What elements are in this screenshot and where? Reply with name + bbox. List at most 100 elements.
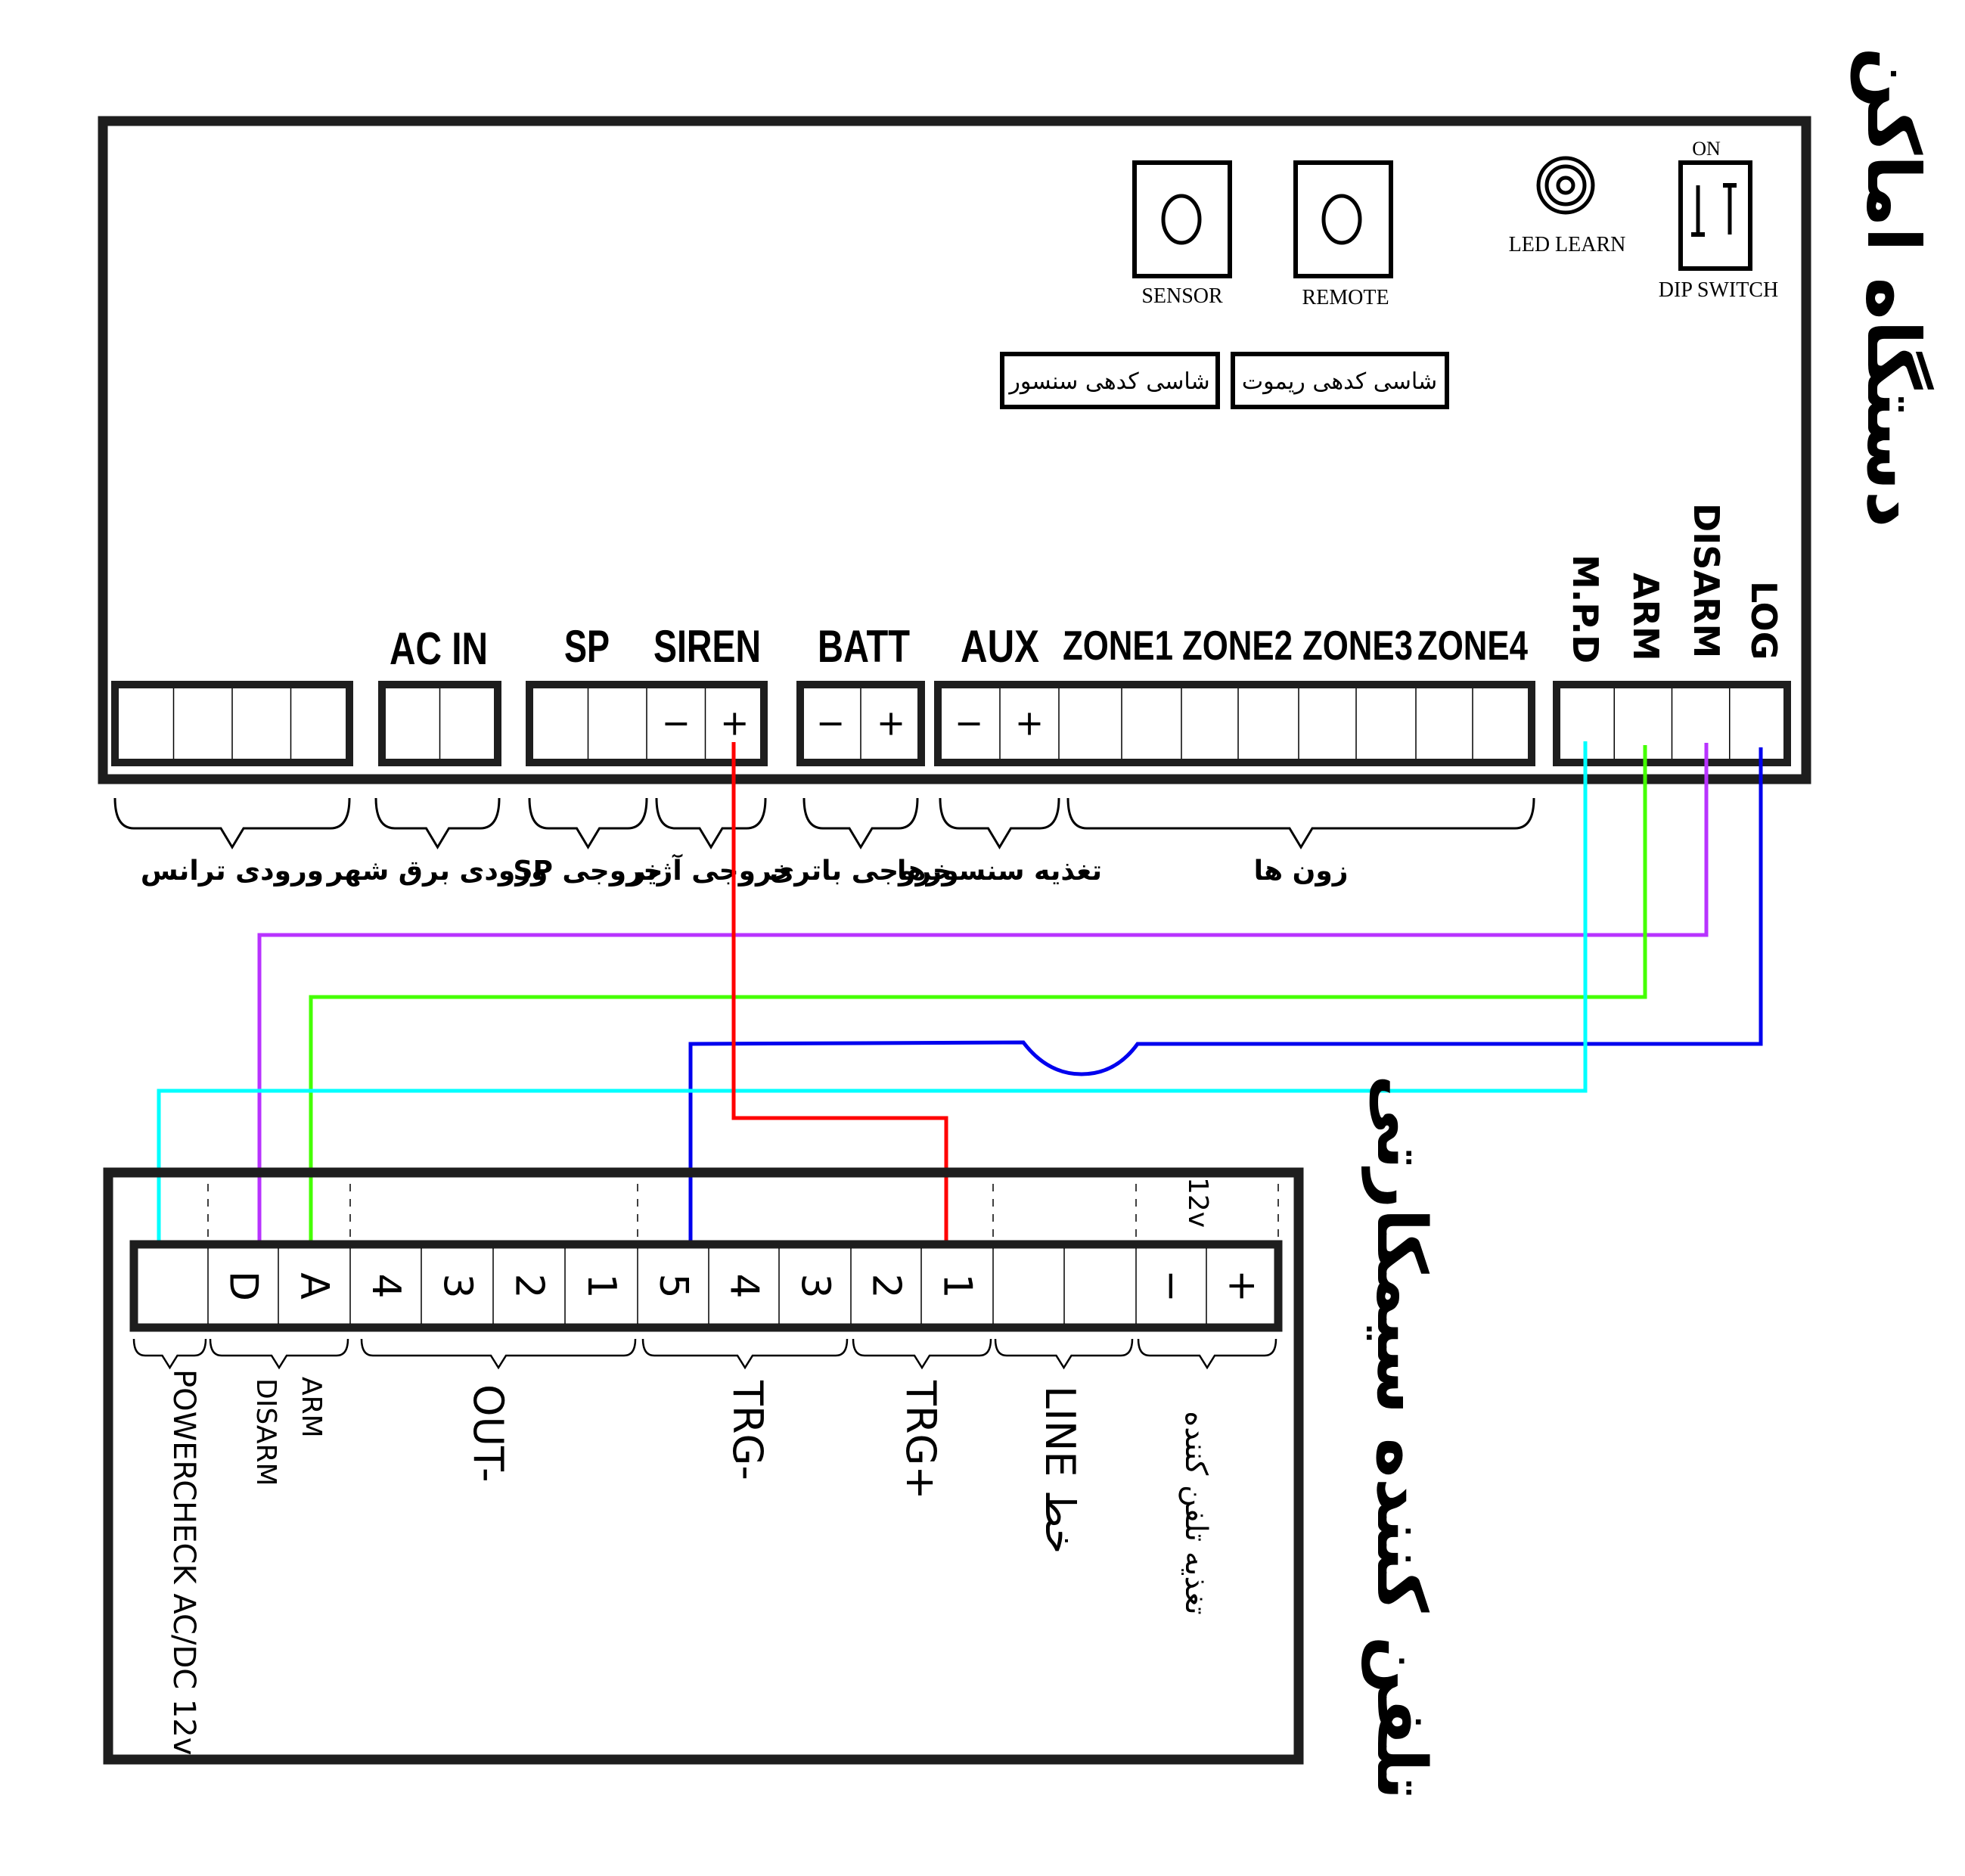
dip-on-label: ON xyxy=(1692,138,1721,160)
terminal-cell[interactable]: + xyxy=(860,688,906,759)
sim-dialer-title: تلفن کننده سیمکارتی xyxy=(1361,1075,1441,1800)
trg-plus-label: TRG+ xyxy=(897,1380,945,1500)
button-circle-icon xyxy=(1321,194,1362,245)
minus-sign: − xyxy=(816,703,846,744)
alarm-panel-frame xyxy=(98,116,1811,784)
plus-sign: + xyxy=(720,703,750,744)
terminal-number: 2 xyxy=(507,1273,552,1298)
powercheck-label: POWERCHECK AC/DC 12v xyxy=(166,1369,201,1755)
dialer-terminal[interactable]: A xyxy=(278,1248,337,1324)
siren-label: SIREN xyxy=(653,621,761,672)
dialer-terminal[interactable]: 5 xyxy=(637,1248,696,1324)
button-circle-icon xyxy=(1161,194,1202,245)
terminal-number: 5 xyxy=(650,1273,696,1298)
terminal-number: 1 xyxy=(579,1273,624,1298)
brace-icon xyxy=(852,1338,992,1370)
dialer-power-label: تغذیه تلفن کننده xyxy=(1178,1411,1213,1615)
dialer-terminal[interactable]: 4 xyxy=(349,1248,408,1324)
terminal-cell[interactable]: + xyxy=(704,688,750,759)
terminal-block xyxy=(378,681,501,766)
dialer-terminal[interactable]: − xyxy=(1135,1248,1194,1324)
dialer-terminal[interactable]: 2 xyxy=(492,1248,552,1324)
control-terminal-block xyxy=(1553,681,1791,766)
sensor-learn-caption-box: شاسی کدهی سنسور xyxy=(1000,352,1220,409)
brace-icon xyxy=(528,797,648,849)
led-learn: LED LEARN xyxy=(1509,156,1626,256)
wire-blue-log xyxy=(688,747,1763,1254)
log-label: LOG xyxy=(1743,581,1784,660)
led-icon xyxy=(1536,156,1595,215)
remote-learn-caption-box: شاسی کدهی ریموت xyxy=(1231,352,1449,409)
plus-sign: + xyxy=(877,703,906,744)
terminal-block: −+ xyxy=(934,681,1535,766)
terminal-cell[interactable]: − xyxy=(955,703,984,744)
brace-icon xyxy=(1137,1338,1277,1370)
dialer-terminal[interactable]: 4 xyxy=(708,1248,767,1324)
terminal-group-caption: ورودی برق شهر xyxy=(326,856,548,887)
terminal-group-caption: خروجی باتری xyxy=(769,856,952,887)
voltage-12v-label: 12v xyxy=(1182,1177,1213,1228)
aux-label: AUX xyxy=(961,621,1039,672)
terminal-number: 2 xyxy=(864,1273,909,1298)
terminal-block: −+ xyxy=(796,681,925,766)
brace-icon xyxy=(802,797,919,849)
batt-label: BATT xyxy=(818,621,910,672)
terminal-cell[interactable]: − xyxy=(816,703,846,744)
minus-sign: − xyxy=(661,703,691,744)
terminal-block xyxy=(111,681,353,766)
dialer-terminal[interactable]: 1 xyxy=(564,1248,624,1324)
brace-icon xyxy=(132,1338,207,1370)
sp-label: SP xyxy=(564,621,610,672)
terminal-group-caption: تغذیه سنسورها xyxy=(897,856,1102,887)
dialer-terminal[interactable]: 2 xyxy=(850,1248,909,1324)
arm-label: ARM xyxy=(1625,573,1666,661)
out-minus-label: OUT- xyxy=(464,1384,512,1483)
terminal-number: 3 xyxy=(435,1273,480,1298)
disarm-group-label: DISARM xyxy=(250,1378,281,1486)
dip-switch[interactable]: ON DIP SWITCH xyxy=(1659,138,1778,302)
brace-icon xyxy=(374,797,501,849)
dialer-terminal[interactable]: + xyxy=(1206,1248,1265,1324)
terminal-number: + xyxy=(1220,1269,1265,1303)
sensor-learn-button[interactable]: SENSOR xyxy=(1132,160,1232,308)
terminal-cell[interactable]: + xyxy=(999,688,1044,759)
brace-group: خروجی SP xyxy=(514,797,663,887)
brace-group: ورودی ترانس xyxy=(113,797,351,887)
wire-red-siren xyxy=(731,742,948,1252)
terminal-number: 4 xyxy=(363,1273,408,1298)
brace-group: خروجی باتری xyxy=(769,797,952,887)
terminal-number: 3 xyxy=(793,1273,838,1298)
dip-switch-label: DIP SWITCH xyxy=(1659,278,1778,302)
terminal-number: 1 xyxy=(935,1273,980,1298)
terminal-group-caption: خروجی آژیر xyxy=(629,853,793,887)
sim-dialer-frame xyxy=(103,1167,1304,1765)
dialer-terminal[interactable]: D xyxy=(207,1248,266,1324)
sensor-label: SENSOR xyxy=(1141,284,1223,308)
brace-icon xyxy=(994,1338,1134,1370)
terminal-number: − xyxy=(1149,1269,1194,1303)
dialer-terminal[interactable]: 3 xyxy=(421,1248,480,1324)
wire-green-arm xyxy=(309,745,1647,1250)
brace-icon xyxy=(360,1338,637,1370)
remote-learn-button[interactable]: REMOTE xyxy=(1293,160,1393,309)
ac-in-label: AC IN xyxy=(390,623,488,674)
led-learn-label: LED LEARN xyxy=(1509,233,1626,256)
terminal-cell[interactable]: − xyxy=(646,688,691,759)
brace-icon xyxy=(939,797,1060,849)
arm-group-label: ARM xyxy=(296,1377,327,1438)
dialer-terminal[interactable]: 3 xyxy=(778,1248,838,1324)
sensor-learn-caption: شاسی کدهی سنسور xyxy=(1007,368,1209,395)
zone2-label: ZONE2 xyxy=(1182,622,1293,669)
dialer-terminal[interactable]: 1 xyxy=(920,1248,980,1324)
brace-icon xyxy=(113,797,351,849)
terminal-number: 4 xyxy=(722,1273,767,1298)
alarm-panel-terminal-blocks: −+−+−+ xyxy=(111,681,1791,766)
trg-minus-label: TRG- xyxy=(724,1380,771,1480)
brace-icon xyxy=(641,1338,849,1370)
brace-group: خروجی آژیر xyxy=(629,797,793,887)
